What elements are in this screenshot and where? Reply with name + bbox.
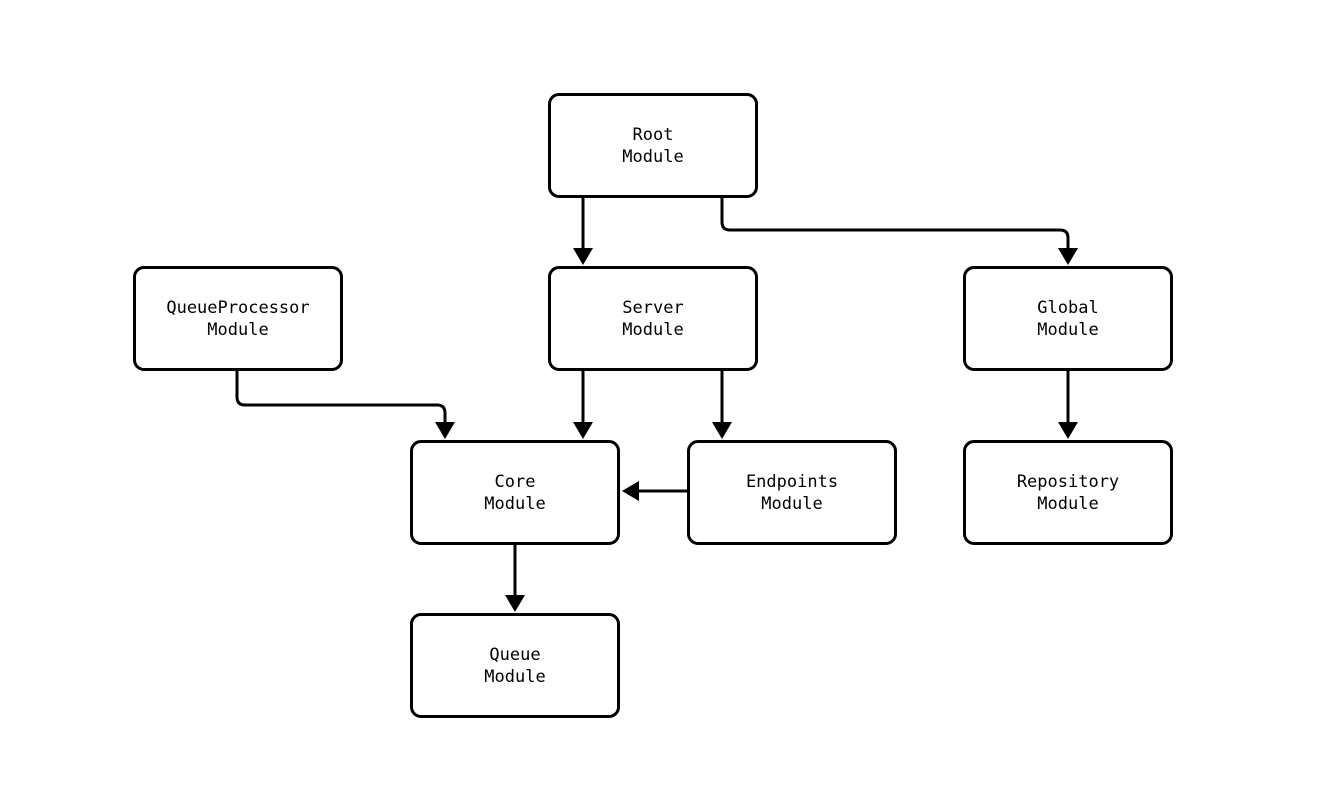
edge-root-to-server bbox=[573, 198, 593, 265]
node-core-module[interactable]: Core Module bbox=[410, 440, 620, 545]
node-queue-module[interactable]: Queue Module bbox=[410, 613, 620, 718]
edge-queueprocessor-to-core bbox=[235, 371, 455, 439]
edge-server-to-endpoints bbox=[712, 371, 732, 439]
node-core-module-line1: Core bbox=[494, 471, 536, 492]
edge-server-to-core bbox=[573, 371, 593, 439]
node-queue-module-line1: Queue bbox=[489, 644, 541, 665]
node-root-module[interactable]: Root Module bbox=[548, 93, 758, 198]
node-server-module-line1: Server bbox=[622, 297, 684, 318]
node-endpoints-module-line1: Endpoints bbox=[745, 471, 839, 492]
edge-core-to-queue bbox=[505, 545, 525, 612]
node-global-module-line2: Module bbox=[1037, 319, 1099, 340]
node-repository-module-line2: Module bbox=[1037, 493, 1099, 514]
node-queue-module-line2: Module bbox=[484, 666, 546, 687]
node-repository-module-line1: Repository bbox=[1016, 471, 1120, 492]
edge-root-to-global bbox=[720, 198, 1078, 265]
node-queueprocessor-module[interactable]: QueueProcessor Module bbox=[133, 266, 343, 371]
edge-global-to-repository bbox=[1058, 371, 1078, 439]
node-queueprocessor-module-line2: Module bbox=[207, 319, 269, 340]
node-server-module[interactable]: Server Module bbox=[548, 266, 758, 371]
node-root-module-line2: Module bbox=[622, 146, 684, 167]
node-endpoints-module-line2: Module bbox=[761, 493, 823, 514]
node-server-module-line2: Module bbox=[622, 319, 684, 340]
node-global-module[interactable]: Global Module bbox=[963, 266, 1173, 371]
node-queueprocessor-module-line1: QueueProcessor bbox=[166, 297, 310, 318]
node-repository-module[interactable]: Repository Module bbox=[963, 440, 1173, 545]
node-global-module-line1: Global bbox=[1037, 297, 1099, 318]
node-core-module-line2: Module bbox=[484, 493, 546, 514]
node-root-module-line1: Root bbox=[632, 124, 674, 145]
edge-endpoints-to-core bbox=[622, 481, 687, 501]
node-endpoints-module[interactable]: Endpoints Module bbox=[687, 440, 897, 545]
